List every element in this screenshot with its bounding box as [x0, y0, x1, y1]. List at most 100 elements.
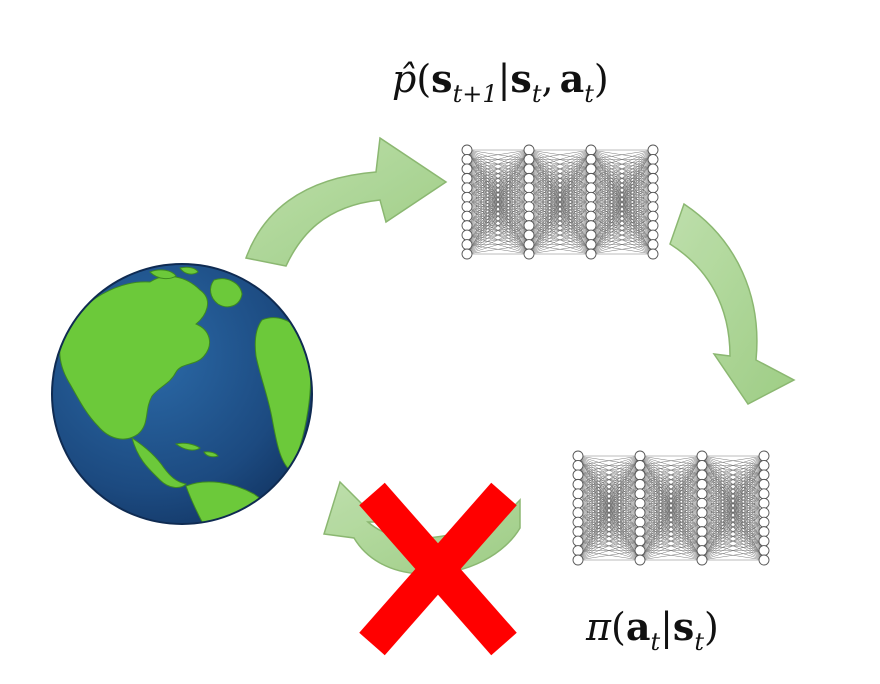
network-edge — [528, 149, 592, 179]
network-edge — [528, 149, 592, 236]
network-edge — [528, 149, 592, 170]
network-edge — [577, 455, 641, 561]
network-edge — [528, 149, 592, 198]
network-node — [647, 163, 659, 175]
policy-equation-label: π(at|st) — [585, 604, 719, 656]
network-edge — [701, 512, 765, 561]
network-edge — [528, 159, 592, 255]
network-edge — [466, 149, 530, 217]
network-node — [758, 469, 770, 481]
network-node — [696, 488, 708, 500]
network-node — [461, 163, 473, 175]
network-node — [572, 554, 584, 566]
network-node — [758, 507, 770, 519]
network-edge — [639, 455, 703, 551]
network-node — [634, 526, 646, 538]
network-edge — [466, 206, 530, 255]
network-node — [634, 535, 646, 547]
network-node — [758, 497, 770, 509]
network-node — [572, 497, 584, 509]
network-node — [758, 554, 770, 566]
network-node — [461, 154, 473, 165]
network-edge — [590, 197, 654, 255]
network-edge — [701, 540, 765, 561]
network-node — [758, 450, 770, 462]
network-node — [634, 469, 646, 481]
network-node — [572, 526, 584, 538]
network-edge — [577, 455, 641, 513]
network-edge — [577, 455, 641, 532]
network-node — [634, 488, 646, 500]
network-edge — [466, 159, 530, 255]
network-edges — [466, 149, 654, 255]
network-edge — [639, 455, 703, 485]
network-node — [461, 229, 473, 241]
network-edge — [590, 149, 654, 226]
network-edge — [466, 149, 530, 207]
network-node — [647, 154, 659, 165]
network-node — [696, 497, 708, 509]
network-edge — [577, 455, 641, 504]
network-node — [758, 478, 770, 490]
network-node — [523, 201, 535, 213]
network-node — [523, 220, 535, 232]
network-edge — [639, 455, 703, 532]
network-edge — [466, 178, 530, 255]
network-edge — [701, 521, 765, 561]
network-edge — [590, 149, 654, 207]
network-node — [572, 460, 584, 471]
network-edge — [590, 234, 654, 255]
network-edge — [639, 521, 703, 561]
network-edge — [701, 503, 765, 561]
network-edge — [577, 455, 641, 551]
network-edge — [701, 455, 765, 513]
network-edge — [466, 197, 530, 255]
network-node — [572, 516, 584, 528]
network-node — [647, 248, 659, 260]
network-edge — [639, 493, 703, 561]
network-edge — [590, 159, 654, 255]
network-node — [585, 163, 597, 175]
network-edge — [590, 149, 654, 170]
network-edge — [701, 474, 765, 561]
network-edge — [528, 225, 592, 255]
network-node — [523, 239, 535, 250]
network-node — [758, 535, 770, 547]
network-edge — [701, 455, 765, 523]
network-node — [461, 248, 473, 260]
network-node — [634, 450, 646, 462]
network-node — [696, 554, 708, 566]
network-edge — [577, 503, 641, 561]
network-edge — [577, 455, 641, 485]
network-edge — [590, 244, 654, 255]
network-node — [696, 450, 708, 462]
network-edge — [639, 455, 703, 561]
network-node — [647, 239, 659, 250]
network-edge — [701, 455, 765, 485]
network-node — [585, 201, 597, 213]
network-edge — [528, 149, 592, 245]
network-node — [647, 229, 659, 241]
network-node — [585, 210, 597, 222]
network-node — [634, 554, 646, 566]
network-edge — [701, 455, 765, 476]
network-edge — [590, 149, 654, 245]
network-node — [696, 535, 708, 547]
network-node — [647, 220, 659, 232]
network-node — [647, 210, 659, 222]
network-edge — [466, 149, 530, 226]
network-node — [523, 163, 535, 175]
network-edge — [701, 455, 765, 495]
network-node — [585, 154, 597, 165]
network-node — [461, 144, 473, 156]
network-node — [634, 478, 646, 490]
network-edge — [466, 225, 530, 255]
network-node — [523, 144, 535, 156]
network-edge — [639, 484, 703, 561]
network-edge — [590, 149, 654, 236]
network-edge — [590, 206, 654, 255]
network-edge — [466, 244, 530, 255]
network-edge — [528, 178, 592, 255]
network-node — [634, 507, 646, 519]
network-node — [461, 191, 473, 203]
